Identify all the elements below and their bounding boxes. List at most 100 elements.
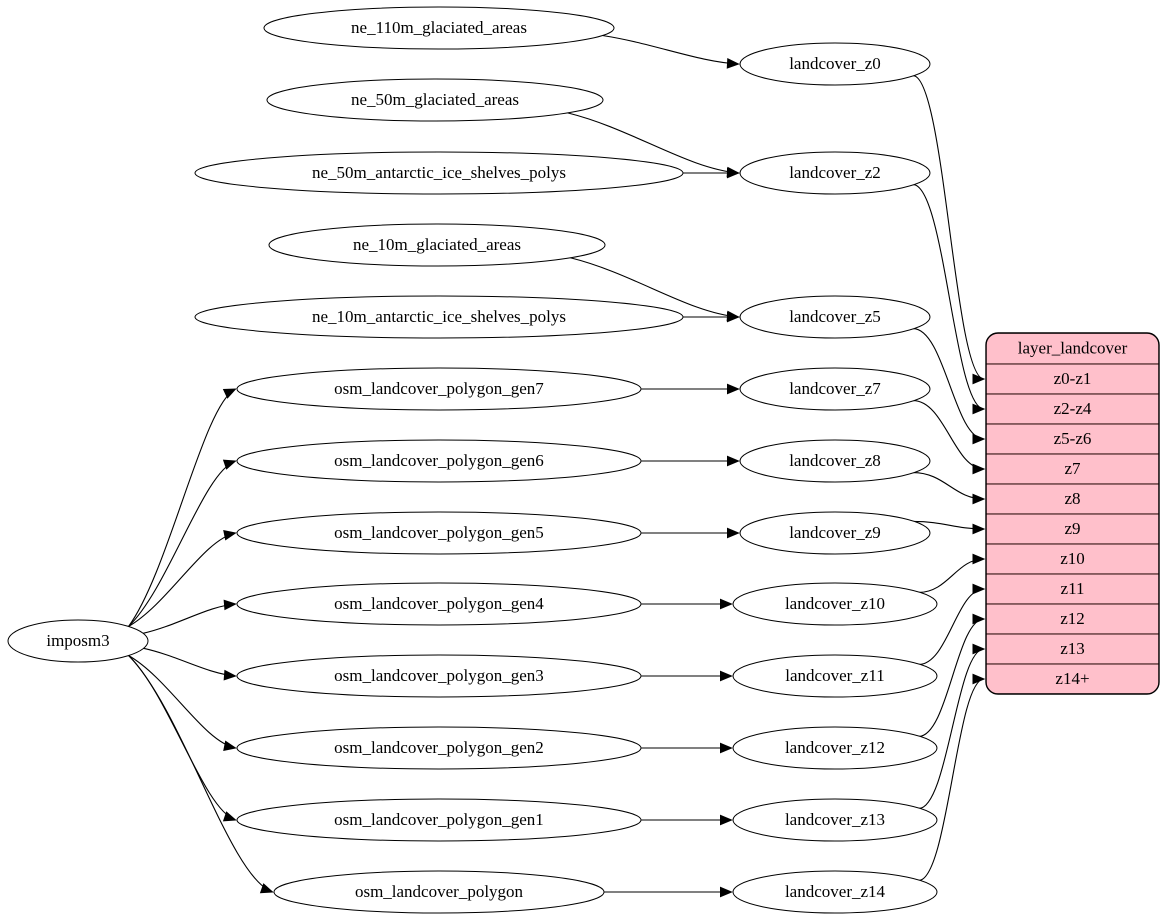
arrow-head-icon [727, 527, 740, 539]
node-label: osm_landcover_polygon_gen5 [334, 523, 544, 542]
arrow-head-icon [720, 886, 733, 898]
arrow-head-icon [972, 673, 986, 685]
node-ne_50m_glaciated_areas[interactable]: ne_50m_glaciated_areas [266, 78, 604, 122]
node-osm_landcover_polygon[interactable]: osm_landcover_polygon [273, 870, 605, 914]
edge [128, 655, 236, 821]
node-osm_landcover_polygon_gen3[interactable]: osm_landcover_polygon_gen3 [236, 654, 642, 698]
table-row[interactable] [986, 603, 1159, 635]
node-ellipse [732, 654, 938, 698]
table-row-label: z14+ [1055, 669, 1089, 688]
node-label: osm_landcover_polygon_gen6 [334, 451, 544, 470]
table-cells: layer_landcoverz0-z1z2-z4z5-z6z7z8z9z10z… [986, 333, 1159, 694]
node-ellipse [194, 295, 684, 339]
node-ellipse [236, 439, 642, 483]
node-landcover_z11[interactable]: landcover_z11 [732, 654, 938, 698]
arrow-head-icon [972, 493, 986, 505]
node-landcover_z10[interactable]: landcover_z10 [732, 582, 938, 626]
node-ellipse [266, 78, 604, 122]
node-landcover_z2[interactable]: landcover_z2 [739, 151, 931, 195]
arrow-head-icon [972, 433, 986, 445]
arrow-head-icon [727, 455, 740, 467]
edge [912, 184, 985, 410]
node-label: osm_landcover_polygon_gen4 [334, 594, 544, 613]
node-label: ne_10m_glaciated_areas [353, 235, 521, 254]
node-label: osm_landcover_polygon_gen7 [334, 379, 544, 398]
arrow-head-icon [720, 670, 733, 682]
arrow-head-icon [972, 553, 986, 565]
table-row[interactable] [986, 423, 1159, 455]
node-landcover_z8[interactable]: landcover_z8 [739, 439, 931, 483]
node-ellipse [739, 367, 931, 411]
node-ellipse [263, 6, 615, 50]
arrow-head-icon [972, 643, 986, 655]
edge [912, 75, 985, 380]
node-label: ne_50m_glaciated_areas [351, 90, 519, 109]
node-ne_50m_antarctic_ice_shelves_polys[interactable]: ne_50m_antarctic_ice_shelves_polys [194, 151, 684, 195]
node-osm_landcover_polygon_gen4[interactable]: osm_landcover_polygon_gen4 [236, 582, 642, 626]
node-ellipse [739, 151, 931, 195]
node-ellipse [236, 654, 642, 698]
node-landcover_z14[interactable]: landcover_z14 [732, 870, 938, 914]
table-row[interactable] [986, 483, 1159, 515]
table-row-label: z10 [1060, 549, 1085, 568]
node-ellipse [194, 151, 684, 195]
arrow-head-icon [223, 669, 237, 681]
node-ne_110m_glaciated_areas[interactable]: ne_110m_glaciated_areas [263, 6, 615, 50]
arrow-head-icon [720, 598, 733, 610]
table-row[interactable] [986, 663, 1159, 694]
table-outline [985, 332, 1160, 695]
node-osm_landcover_polygon_gen2[interactable]: osm_landcover_polygon_gen2 [236, 726, 642, 770]
node-osm_landcover_polygon_gen7[interactable]: osm_landcover_polygon_gen7 [236, 367, 642, 411]
table-header-label: layer_landcover [1018, 338, 1128, 357]
node-landcover_z12[interactable]: landcover_z12 [732, 726, 938, 770]
node-osm_landcover_polygon_gen1[interactable]: osm_landcover_polygon_gen1 [236, 798, 642, 842]
edge [567, 112, 739, 174]
arrow-head-icon [972, 523, 986, 535]
table-row-label: z9 [1064, 519, 1080, 538]
node-imposm3[interactable]: imposm3 [7, 619, 149, 663]
node-ellipse [732, 798, 938, 842]
arrow-head-icon [727, 383, 740, 395]
node-label: landcover_z13 [785, 810, 885, 829]
node-ne_10m_glaciated_areas[interactable]: ne_10m_glaciated_areas [268, 223, 606, 267]
node-ellipse [739, 439, 931, 483]
node-label: osm_landcover_polygon [355, 882, 524, 901]
layer-landcover-table: layer_landcoverz0-z1z2-z4z5-z6z7z8z9z10z… [985, 332, 1160, 695]
table-row-label: z5-z6 [1054, 429, 1092, 448]
arrow-head-icon [223, 599, 237, 611]
node-osm_landcover_polygon_gen6[interactable]: osm_landcover_polygon_gen6 [236, 439, 642, 483]
node-landcover_z0[interactable]: landcover_z0 [739, 42, 931, 86]
node-osm_landcover_polygon_gen5[interactable]: osm_landcover_polygon_gen5 [236, 511, 642, 555]
node-ellipse [739, 295, 931, 339]
edge [602, 34, 739, 65]
table-row[interactable] [986, 513, 1159, 545]
table-row-label: z13 [1060, 639, 1085, 658]
node-ellipse [732, 726, 938, 770]
node-label: landcover_z5 [789, 307, 881, 326]
edge [128, 388, 236, 627]
node-label: landcover_z2 [789, 163, 881, 182]
node-label: imposm3 [46, 631, 109, 650]
node-landcover_z13[interactable]: landcover_z13 [732, 798, 938, 842]
node-label: landcover_z0 [789, 54, 881, 73]
node-landcover_z5[interactable]: landcover_z5 [739, 295, 931, 339]
edges-layer [128, 34, 986, 898]
node-landcover_z9[interactable]: landcover_z9 [739, 511, 931, 555]
table-row-label: z0-z1 [1054, 369, 1092, 388]
arrow-head-icon [972, 463, 986, 475]
edge [918, 618, 985, 737]
node-ellipse [268, 223, 606, 267]
arrow-head-icon [222, 459, 237, 470]
node-landcover_z7[interactable]: landcover_z7 [739, 367, 931, 411]
edge [128, 655, 236, 749]
node-ne_10m_antarctic_ice_shelves_polys[interactable]: ne_10m_antarctic_ice_shelves_polys [194, 295, 684, 339]
node-label: ne_10m_antarctic_ice_shelves_polys [312, 307, 566, 326]
arrow-head-icon [720, 742, 733, 754]
arrow-head-icon [727, 167, 740, 179]
node-label: osm_landcover_polygon_gen2 [334, 738, 544, 757]
arrow-head-icon [972, 583, 986, 595]
table-row[interactable] [986, 543, 1159, 575]
node-label: landcover_z14 [785, 882, 886, 901]
node-ellipse [236, 367, 642, 411]
arrow-head-icon [726, 58, 740, 69]
